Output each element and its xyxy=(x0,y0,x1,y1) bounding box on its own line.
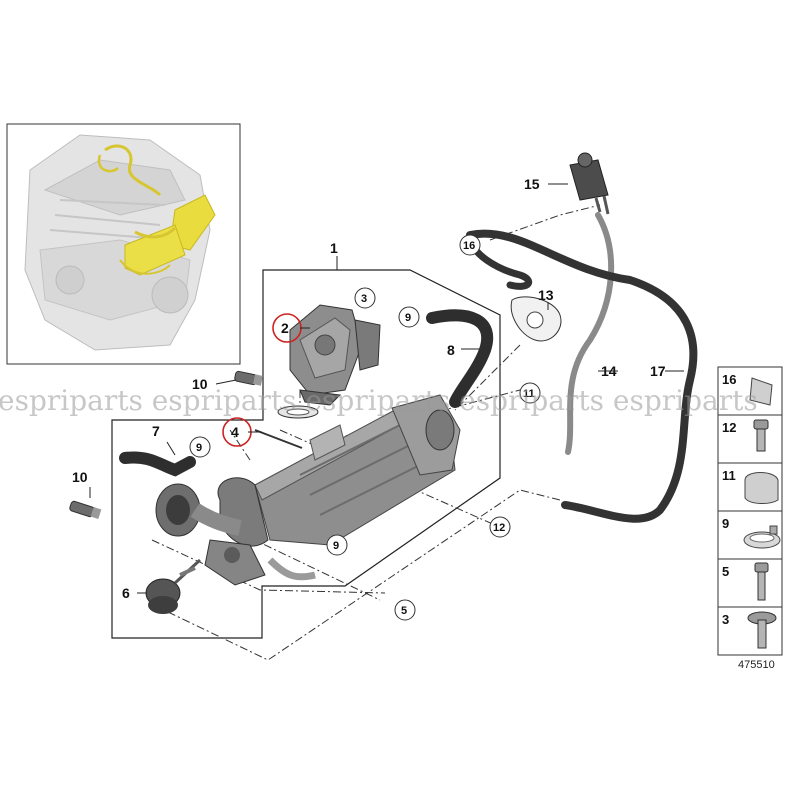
callout-3: 3 xyxy=(361,293,367,305)
gasket-part xyxy=(254,405,319,449)
reference-number: 475510 xyxy=(738,659,775,671)
callout-11: 11 xyxy=(523,388,535,400)
callout-15: 15 xyxy=(524,176,540,192)
svg-text:12: 12 xyxy=(722,420,736,435)
svg-text:3: 3 xyxy=(722,612,729,627)
callout-16: 16 xyxy=(463,240,475,252)
assembly-outline xyxy=(111,256,501,639)
callout-9-left: 9 xyxy=(196,442,202,454)
vacuum-actuator xyxy=(145,558,202,614)
holder-icon xyxy=(749,377,773,406)
svg-text:9: 9 xyxy=(722,516,729,531)
callout-labels: 1 2 3 4 5 6 7 8 9 9 9 10 10 11 12 13 14 … xyxy=(72,176,684,621)
legend-item-3: 3 xyxy=(717,606,783,656)
pressure-converter xyxy=(569,152,610,215)
callout-9-lower: 9 xyxy=(333,540,339,552)
hose-right xyxy=(426,309,493,408)
legend-item-12: 12 xyxy=(717,414,783,464)
legend-item-5: 5 xyxy=(717,558,783,608)
egr-cooler xyxy=(217,394,461,547)
screw-icon xyxy=(754,562,769,601)
callout-13: 13 xyxy=(538,287,554,303)
hose-left xyxy=(119,451,196,477)
screw-icon xyxy=(753,419,769,452)
callout-9-right: 9 xyxy=(405,312,411,324)
exhaust-flange xyxy=(155,483,242,537)
egr-module-highlight-icon xyxy=(97,144,216,276)
callout-1: 1 xyxy=(330,240,338,256)
callout-7: 7 xyxy=(152,423,160,439)
engine-overview-inset xyxy=(6,123,241,365)
svg-text:11: 11 xyxy=(722,468,736,483)
bypass-valve xyxy=(204,539,316,586)
callout-10-top: 10 xyxy=(192,376,208,392)
hose-clamp-icon xyxy=(743,525,781,549)
legend-item-11: 11 xyxy=(717,462,783,512)
flange-screw-icon xyxy=(747,611,777,649)
callout-5: 5 xyxy=(401,605,407,617)
svg-text:16: 16 xyxy=(722,372,736,387)
gasket-right-part xyxy=(510,296,562,342)
callout-8: 8 xyxy=(447,342,455,358)
stud-left xyxy=(69,500,102,519)
parts-legend: 16 12 11 9 5 xyxy=(717,366,783,671)
clip-icon xyxy=(744,472,779,504)
callout-17: 17 xyxy=(650,363,666,379)
callout-4: 4 xyxy=(231,424,239,440)
engine-block-icon xyxy=(24,134,211,351)
callout-2: 2 xyxy=(281,320,289,336)
callout-12: 12 xyxy=(493,522,505,534)
svg-text:5: 5 xyxy=(722,564,729,579)
callout-10-left: 10 xyxy=(72,469,88,485)
stud-top xyxy=(234,370,263,386)
legend-item-9: 9 xyxy=(717,510,783,560)
callout-6: 6 xyxy=(122,585,130,601)
legend-item-16: 16 xyxy=(717,366,783,416)
watermark: espriparts espriparts espriparts espripa… xyxy=(0,384,758,417)
